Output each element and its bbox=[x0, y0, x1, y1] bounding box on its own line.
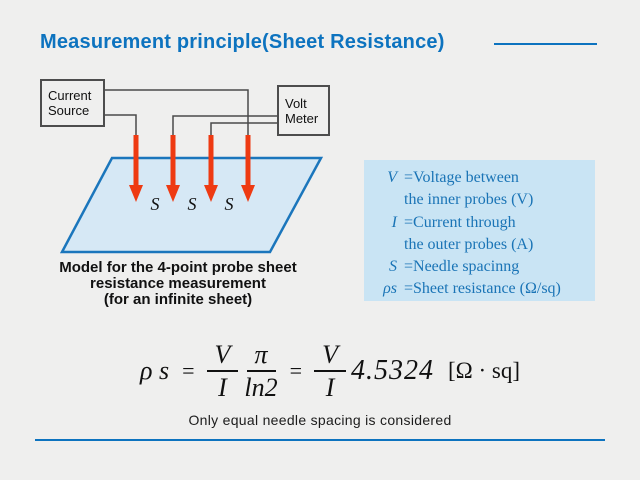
fraction-denominator: ln2 bbox=[244, 372, 278, 402]
legend-text: =Sheet resistance (Ω/sq) bbox=[404, 280, 561, 298]
needle-spacing-label-3: S bbox=[224, 194, 234, 214]
legend-text: the outer probes (A) bbox=[404, 235, 534, 253]
formula-equals-2: = bbox=[289, 358, 303, 383]
fraction-numerator: V bbox=[314, 340, 346, 372]
legend-symbol: S bbox=[389, 258, 397, 276]
legend-row-i-cont: the outer probes (A) bbox=[378, 234, 595, 256]
wire-volt-left bbox=[172, 115, 277, 135]
legend-row-rho: ρs =Sheet resistance (Ω/sq) bbox=[378, 278, 595, 300]
formula-fraction-vi-1: V I bbox=[206, 340, 239, 402]
formula-lhs: ρ s bbox=[140, 356, 170, 385]
sheet-parallelogram bbox=[59, 156, 324, 254]
legend-text: =Current through bbox=[404, 213, 516, 231]
fraction-numerator: V bbox=[206, 340, 239, 372]
current-source-label-line2: Source bbox=[48, 103, 90, 118]
wire-current-left bbox=[105, 114, 137, 135]
legend-symbol bbox=[378, 189, 404, 211]
formula-fraction-pi-ln2: π ln2 bbox=[244, 340, 278, 402]
needle-spacing-label-2: S bbox=[187, 194, 197, 214]
caption-line3: (for an infinite sheet) bbox=[103, 291, 253, 308]
legend-symbol bbox=[378, 234, 404, 256]
current-source-label-line1: Current bbox=[48, 88, 92, 103]
legend-text: =Voltage between bbox=[404, 169, 519, 186]
title-rule bbox=[494, 43, 597, 45]
legend-row-v-cont: the inner probes (V) bbox=[378, 189, 595, 211]
caption-line2: resistance measurement bbox=[90, 275, 266, 292]
wire-current-right bbox=[105, 89, 249, 135]
probe-arrow-4 bbox=[241, 135, 255, 202]
fraction-denominator: I bbox=[218, 372, 227, 402]
formula-equals-1: = bbox=[182, 358, 195, 383]
volt-meter-label-line1: Volt bbox=[285, 95, 307, 111]
formula-fraction-vi-2: V I bbox=[314, 340, 346, 402]
legend-box: V =Voltage between the inner probes (V) … bbox=[364, 160, 595, 301]
fraction-numerator: π bbox=[246, 340, 276, 372]
probe-arrow-1 bbox=[129, 135, 143, 202]
formula-constant: 4.5324 bbox=[350, 355, 434, 386]
fraction-denominator: I bbox=[325, 372, 335, 402]
needle-spacing-label-1: S bbox=[150, 194, 160, 214]
probe-arrow-2 bbox=[166, 135, 180, 202]
page-title: Measurement principle(Sheet Resistance) bbox=[40, 31, 445, 53]
bottom-rule bbox=[35, 439, 605, 441]
caption-line1: Model for the 4-point probe sheet bbox=[59, 259, 297, 276]
legend-row-v: V =Voltage between bbox=[378, 167, 595, 189]
volt-meter-box: Volt Meter bbox=[277, 85, 330, 136]
volt-meter-label-line2: Meter bbox=[285, 110, 319, 126]
legend-symbol: V bbox=[387, 169, 397, 186]
legend-symbol: I bbox=[391, 213, 397, 231]
probe-arrow-3 bbox=[204, 135, 218, 202]
footer-note: Only equal needle spacing is considered bbox=[188, 412, 452, 428]
sheet-resistance-formula: ρ s = V I π ln2 = V I 4.5324 [Ω · sq] bbox=[110, 336, 550, 406]
legend-row-s: S =Needle spacinng bbox=[378, 256, 595, 278]
current-source-box: Current Source bbox=[40, 79, 105, 127]
legend-row-i: I =Current through bbox=[378, 212, 595, 234]
wire-volt-right bbox=[210, 122, 277, 135]
formula-unit: [Ω · sq] bbox=[447, 358, 520, 383]
legend-text: =Needle spacinng bbox=[404, 258, 520, 276]
diagram-caption: Model for the 4-point probe sheet resist… bbox=[28, 260, 328, 308]
legend-symbol: ρs bbox=[383, 280, 397, 298]
legend-text: the inner probes (V) bbox=[404, 191, 534, 209]
